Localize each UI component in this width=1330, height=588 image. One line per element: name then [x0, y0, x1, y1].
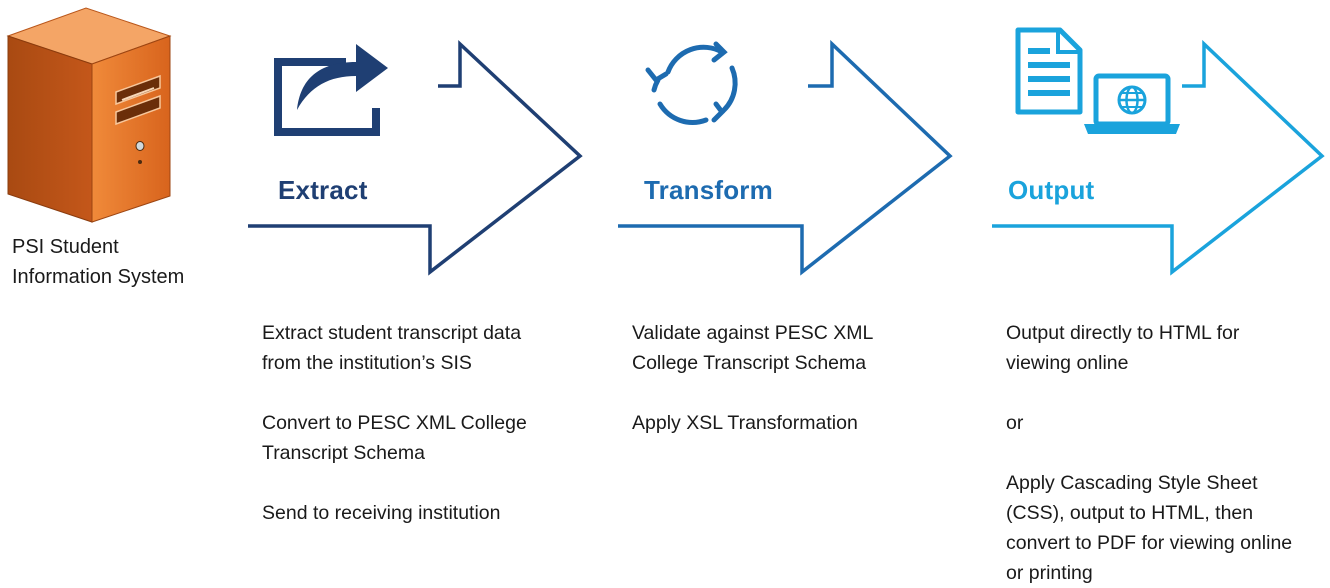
server-label-line: PSI Student	[12, 236, 119, 258]
output-step: or	[1006, 412, 1024, 434]
output-step: Output directly to HTML for viewing onli…	[1006, 322, 1240, 374]
transform-title: Transform	[644, 175, 773, 205]
server-label: PSI Student Information System	[12, 232, 184, 292]
output-title: Output	[1008, 175, 1095, 205]
transform-arrow	[618, 39, 953, 276]
extract-step: Send to receiving institution	[262, 502, 501, 524]
output-step: Apply Cascading Style Sheet (CSS), outpu…	[1006, 472, 1293, 584]
transform-step: Apply XSL Transformation	[632, 412, 858, 434]
extract-title: Extract	[278, 175, 368, 205]
share-export-icon	[274, 44, 388, 136]
refresh-cycle-icon	[645, 41, 738, 125]
server-tower-icon	[6, 7, 172, 223]
extract-arrow	[248, 39, 583, 276]
extract-step: Extract student transcript data from the…	[262, 322, 522, 374]
server-label-line: Information System	[12, 266, 185, 288]
document-and-laptop-icon	[1015, 27, 1180, 134]
output-arrow	[992, 39, 1325, 276]
transform-step: Validate against PESC XML College Transc…	[632, 322, 873, 374]
transform-steps: Validate against PESC XML College Transc…	[632, 318, 922, 438]
extract-step: Convert to PESC XML College Transcript S…	[262, 412, 527, 464]
extract-steps: Extract student transcript data from the…	[262, 318, 562, 528]
output-steps: Output directly to HTML for viewing onli…	[1006, 318, 1306, 588]
